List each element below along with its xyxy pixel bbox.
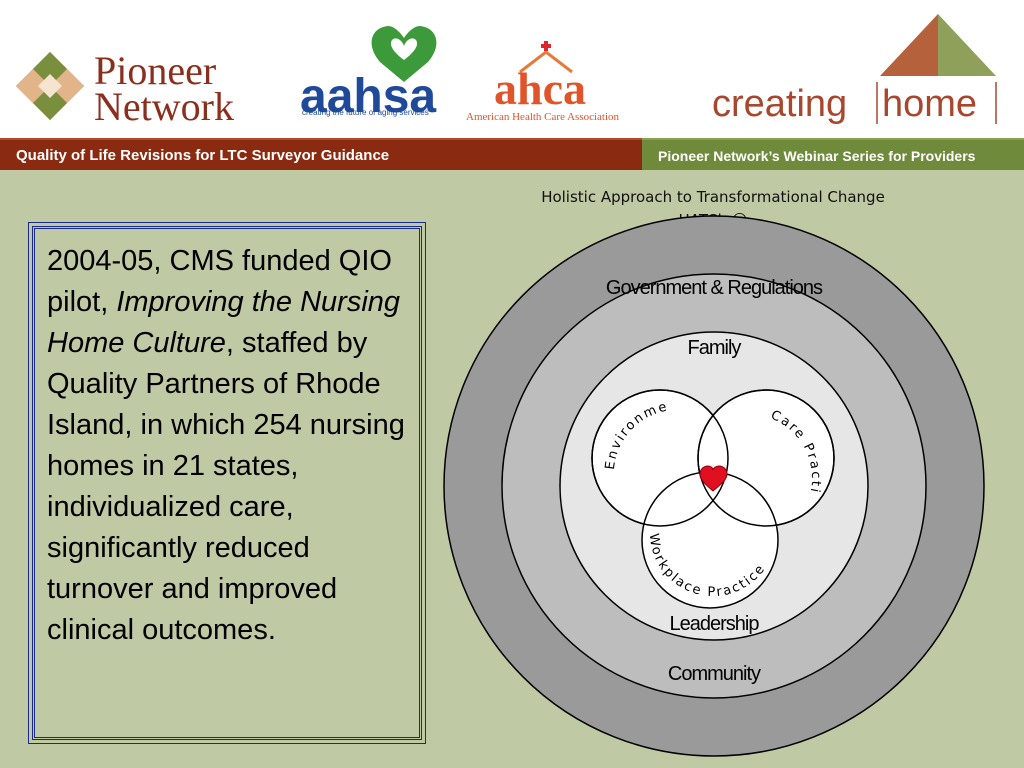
- aahsa-hands-heart-icon: [371, 26, 437, 82]
- venn-circle-care-practice: [697, 389, 835, 527]
- body-text-part1: 2004-05, CMS funded QIO pilot,: [47, 245, 392, 318]
- header-logos: Pioneer Network aahsa creating the futur…: [16, 14, 997, 129]
- header-bar: Pioneer Network aahsa creating the futur…: [0, 0, 1024, 138]
- pioneer-logo-line1: Pioneer: [94, 48, 216, 93]
- label-family: Family: [688, 337, 742, 359]
- ahca-logo-text: ahca: [494, 63, 586, 114]
- diagram-title-line1: Holistic Approach to Transformational Ch…: [541, 188, 885, 206]
- ahca-tagline: American Health Care Association: [466, 111, 620, 123]
- creating-home-roof-icon: [880, 14, 996, 76]
- diagram-title: Holistic Approach to Transformational Ch…: [480, 186, 946, 232]
- creating-home-word2: home: [882, 83, 977, 125]
- banner-left-title: Quality of Life Revisions for LTC Survey…: [0, 138, 642, 170]
- label-leadership: Leadership: [670, 613, 760, 635]
- label-community: Community: [668, 663, 761, 685]
- diagram-title-line2: HATCh ☺: [678, 211, 748, 229]
- creating-home-word1: creating: [712, 83, 847, 125]
- ring-inner-disc: [559, 331, 869, 641]
- label-workplace-practice: Workplace Practice: [646, 533, 769, 600]
- ring-government: [443, 215, 985, 757]
- body-text-box: 2004-05, CMS funded QIO pilot, Improving…: [28, 222, 426, 744]
- heart-icon: [699, 465, 728, 492]
- body-text-italic-title: Improving the Nursing Home Culture: [47, 286, 401, 359]
- aahsa-logo-text: aahsa: [300, 70, 436, 123]
- venn-outline-environment: [591, 389, 729, 527]
- body-paragraph: 2004-05, CMS funded QIO pilot, Improving…: [47, 241, 409, 651]
- venn-circle-workplace-practice: [641, 471, 779, 609]
- pioneer-logo-line2: Network: [94, 84, 234, 129]
- label-government-regulations: Government & Regulations: [606, 277, 823, 299]
- venn-circle-environment: [591, 389, 729, 527]
- pioneer-network-logo-icon: [16, 52, 84, 120]
- aahsa-tagline: creating the future of aging services: [302, 108, 429, 117]
- body-text-part2: , staffed by Quality Partners of Rhode I…: [47, 327, 405, 646]
- banner-right-title: Pioneer Network’s Webinar Series for Pro…: [642, 138, 1024, 170]
- title-banner: Quality of Life Revisions for LTC Survey…: [0, 138, 1024, 170]
- venn-outline-care-practice: [697, 389, 835, 527]
- ahca-house-icon: [519, 41, 573, 74]
- ring-family: [501, 273, 927, 699]
